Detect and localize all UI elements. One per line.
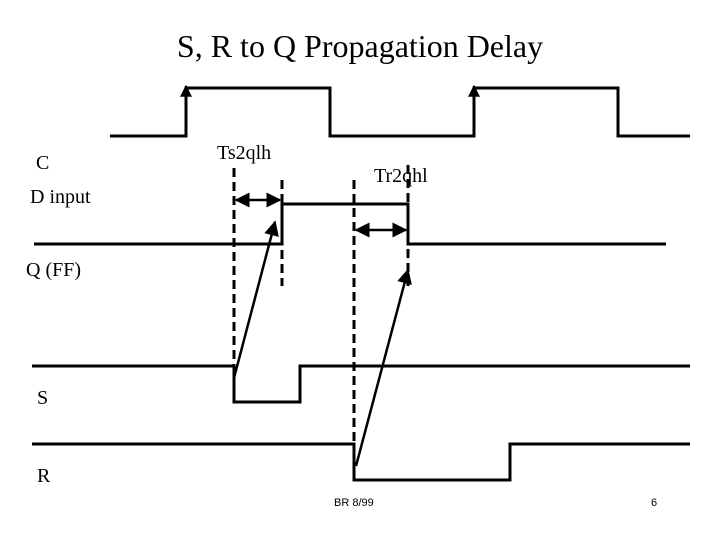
ts2qlh-label: Ts2qlh bbox=[217, 142, 272, 164]
tr2qhl-label: Tr2qhl bbox=[374, 165, 428, 187]
q-ff-label: Q (FF) bbox=[26, 259, 82, 281]
s-label: S bbox=[37, 387, 49, 409]
s-to-q-causality-arrow bbox=[232, 220, 279, 379]
clock-label: C bbox=[36, 152, 50, 174]
d-input-label: D input bbox=[30, 186, 91, 208]
r-waveform bbox=[32, 442, 690, 482]
q-waveform bbox=[34, 202, 666, 246]
footer-text: BR 8/99 bbox=[334, 497, 374, 509]
page-number: 6 bbox=[651, 497, 658, 509]
r-label: R bbox=[37, 465, 51, 487]
s-waveform bbox=[32, 364, 690, 404]
slide-title: S, R to Q Propagation Delay bbox=[176, 28, 544, 64]
r-to-q-causality-arrow bbox=[354, 268, 412, 467]
clock-waveform bbox=[110, 86, 690, 138]
